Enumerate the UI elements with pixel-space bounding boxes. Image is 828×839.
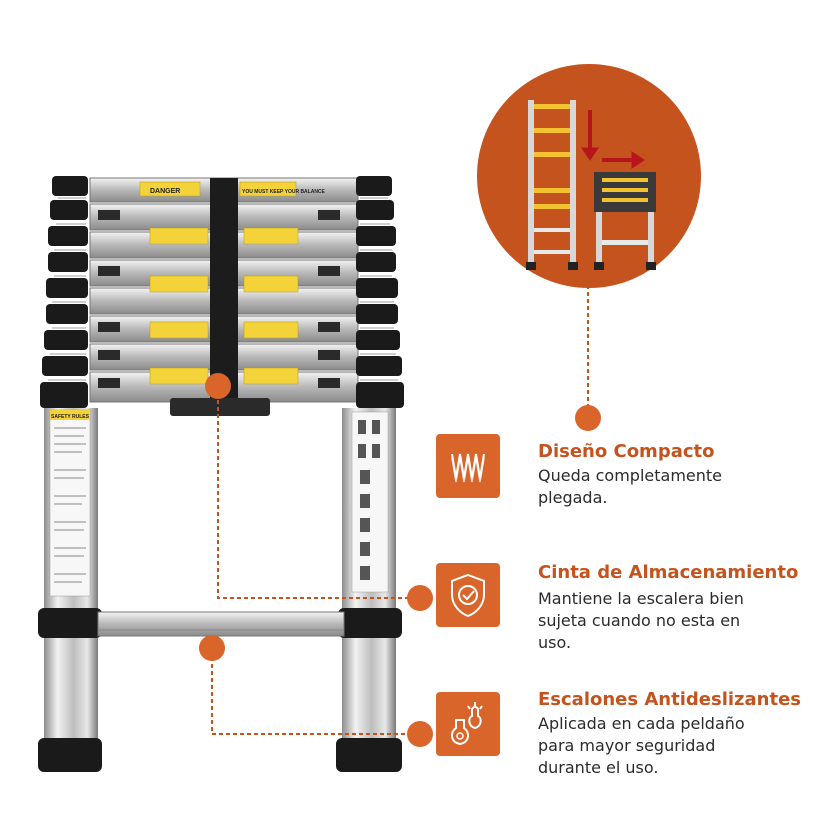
- feature-icon-box-antislip: [436, 692, 500, 756]
- right-foot: [336, 738, 402, 772]
- stile-collars: [40, 176, 404, 408]
- compact-illustration-circle: [477, 64, 701, 288]
- feature-desc-compact: Queda completamente plegada.: [538, 466, 723, 507]
- feature-icon-box-compact: [436, 434, 500, 498]
- feature-title-strap: Cinta de Almacenamiento: [538, 562, 799, 583]
- shield-icon: [451, 573, 485, 618]
- storage-strap: [210, 178, 238, 408]
- compact-illustration: [526, 100, 656, 270]
- feature-desc-strap: Mantiene la escalera bien sujeta cuando …: [538, 589, 744, 652]
- feature-title-antislip: Escalones Antideslizantes: [538, 689, 801, 710]
- feature-title-compact: Diseño Compacto: [538, 441, 715, 462]
- antislip-flask-icon: [450, 702, 483, 746]
- feature-icon-box-strap: [436, 563, 500, 627]
- feature-desc-antislip: Aplicada en cada peldaño para mayor segu…: [538, 714, 745, 777]
- danger-label: DANGER: [150, 188, 180, 195]
- compact-zigzag-icon: [451, 453, 485, 483]
- bottom-rung: [97, 611, 345, 637]
- balance-label: YOU MUST KEEP YOUR BALANCE: [242, 189, 326, 195]
- safety-rules-label: SAFETY RULES: [51, 414, 90, 420]
- left-foot: [38, 738, 102, 772]
